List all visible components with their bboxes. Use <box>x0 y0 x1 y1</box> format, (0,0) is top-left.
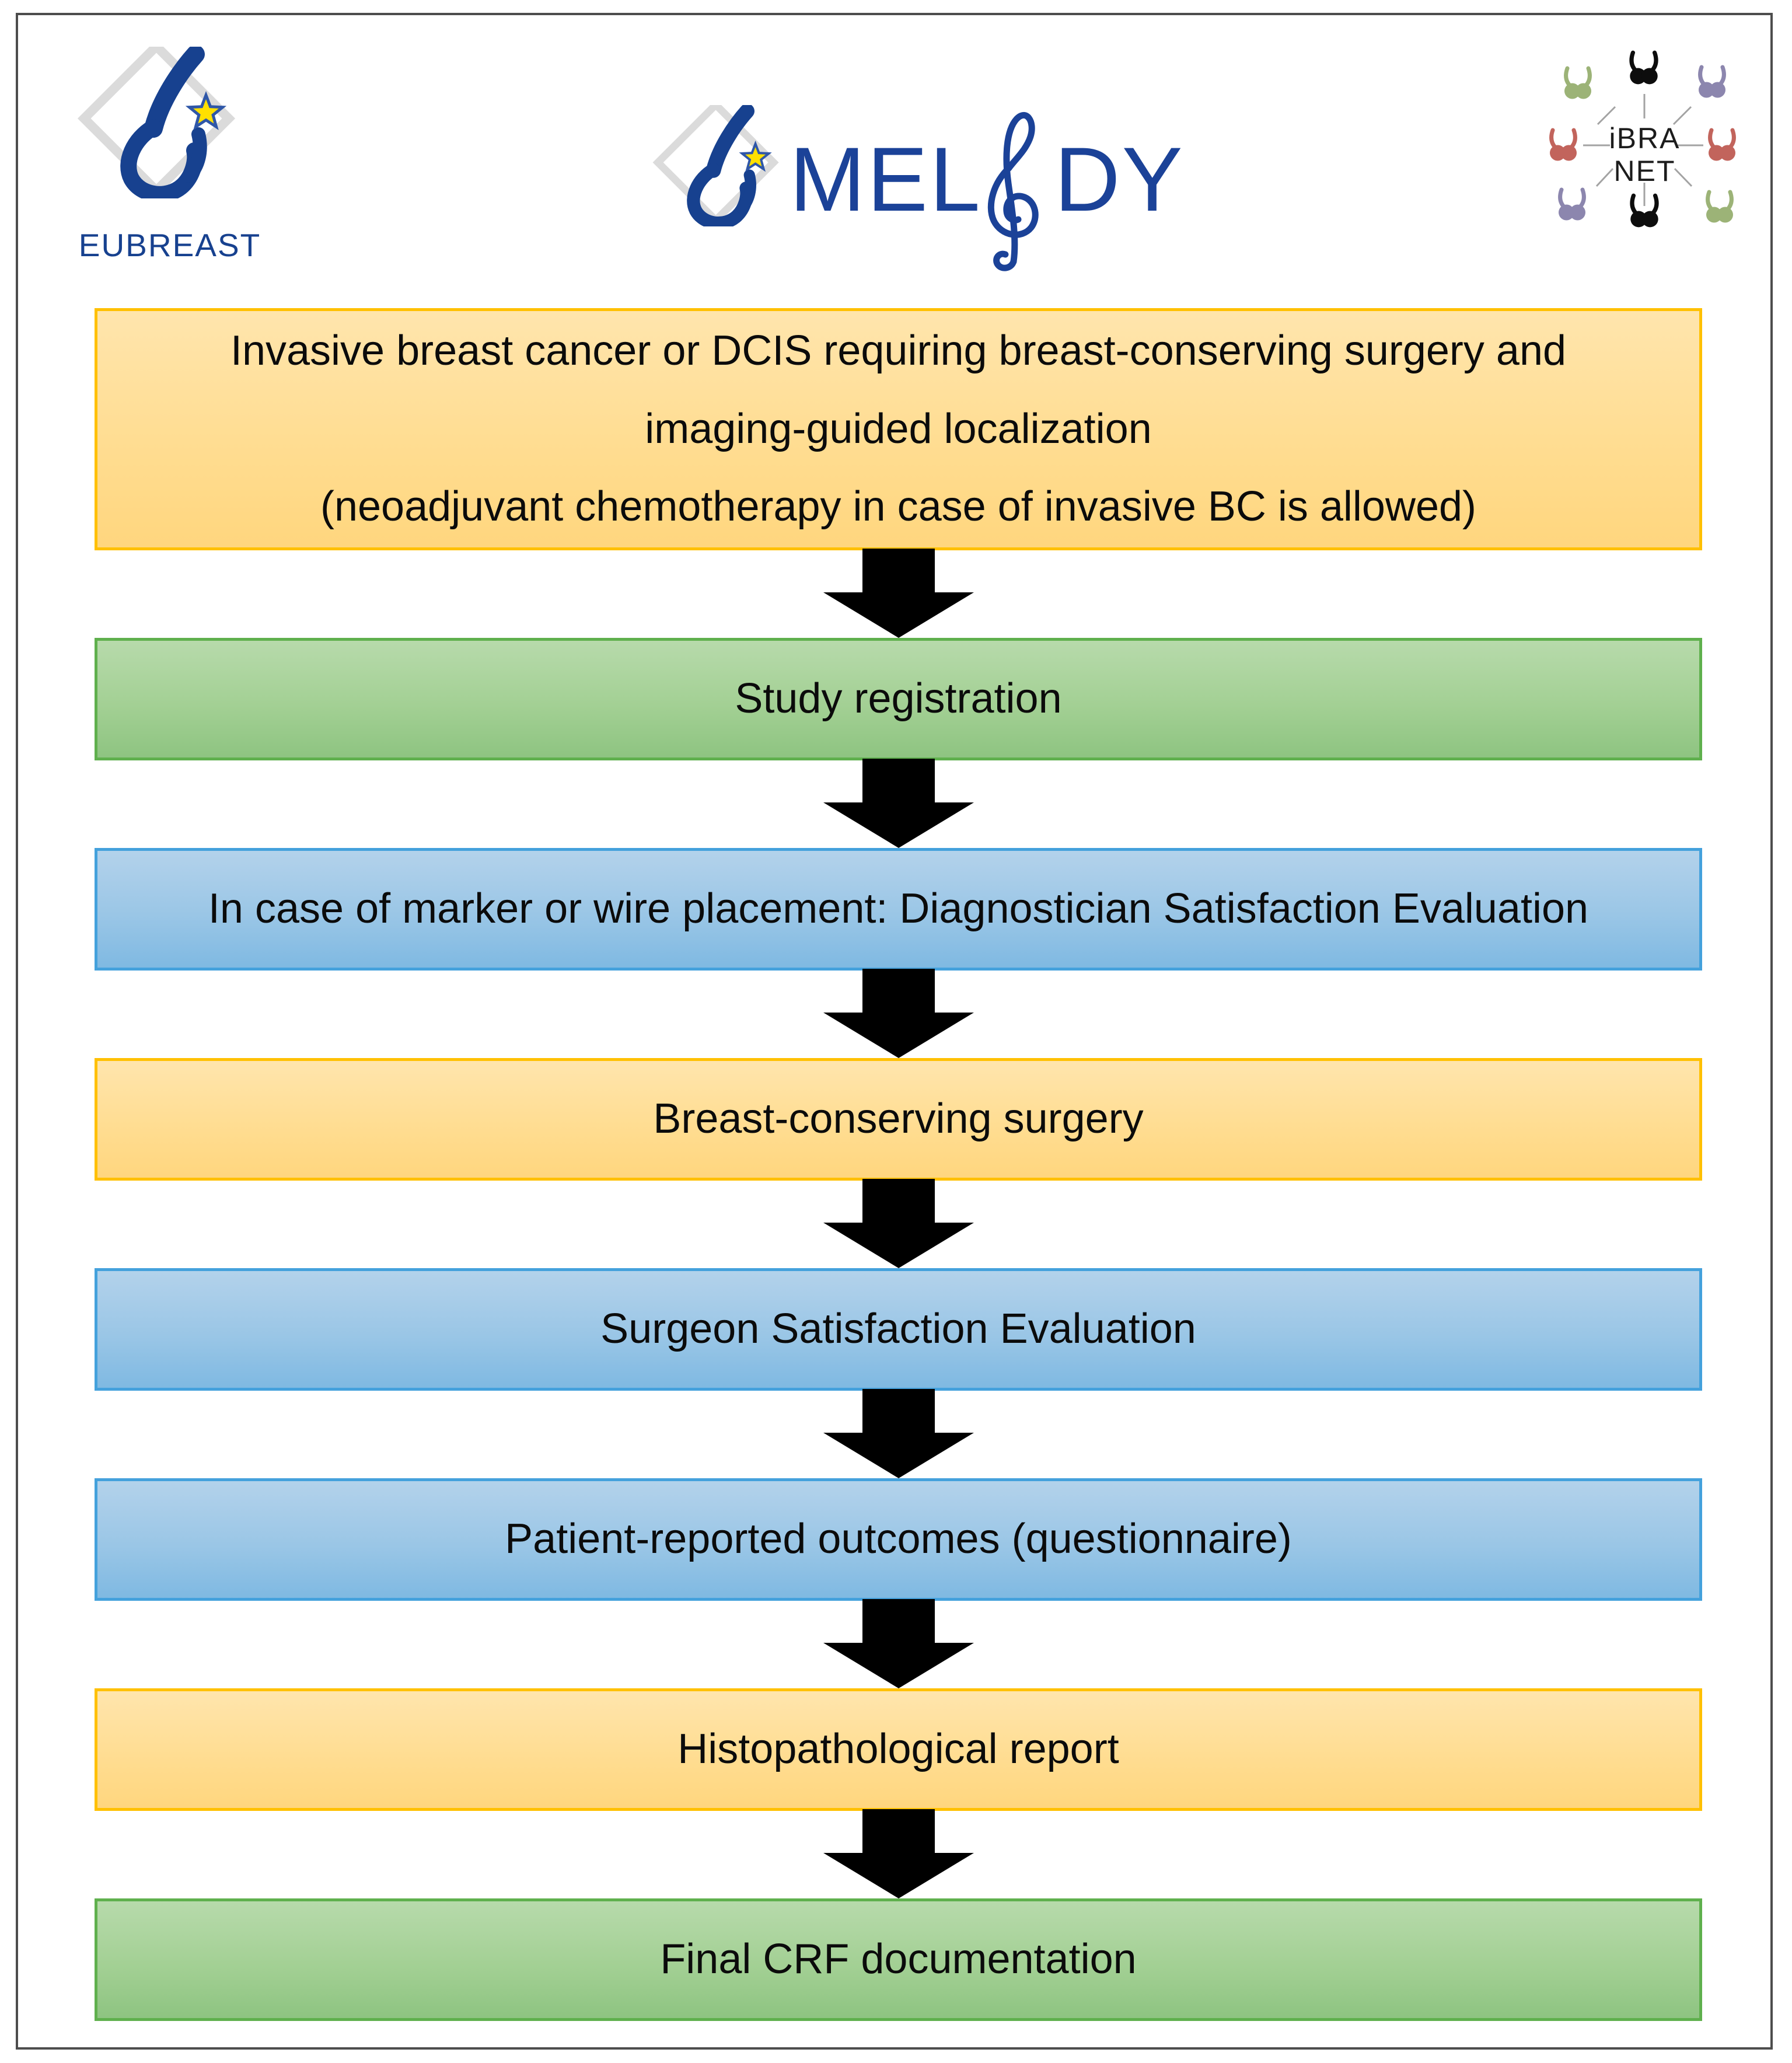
flow-box-final-crf-documentation: Final CRF documentation <box>95 1898 1702 2021</box>
bra-icon-right <box>1703 128 1741 162</box>
flow-box-text: imaging-guided localization <box>645 405 1152 452</box>
down-arrow-icon <box>95 760 1702 848</box>
bra-icon-left <box>1545 128 1582 162</box>
flow-box-text: In case of marker or wire placement: Dia… <box>208 885 1589 933</box>
logo-header: EUBREAST MEL DY <box>18 15 1770 308</box>
down-arrow-icon <box>95 1811 1702 1898</box>
flow-box-patient-reported-outcomes: Patient-reported outcomes (questionnaire… <box>95 1478 1702 1601</box>
ibranet-line1: iBRA <box>1609 122 1681 155</box>
melody-mark-icon <box>642 105 792 226</box>
bra-icon-top-left <box>1559 66 1597 100</box>
melody-wordmark-dy: DY <box>1054 129 1185 231</box>
down-arrow-icon <box>95 1181 1702 1268</box>
flow-box-text: (neoadjuvant chemotherapy in case of inv… <box>320 483 1477 530</box>
bra-icon-top <box>1625 50 1663 85</box>
flow-box-study-registration: Study registration <box>95 638 1702 760</box>
eubreast-logo: EUBREAST <box>59 39 281 272</box>
flow-box-diagnostician-satisfaction: In case of marker or wire placement: Dia… <box>95 848 1702 971</box>
down-arrow-icon <box>95 971 1702 1058</box>
flowchart: Invasive breast cancer or DCIS requiring… <box>95 308 1702 2021</box>
flow-box-eligibility: Invasive breast cancer or DCIS requiring… <box>95 308 1702 550</box>
bra-icon-bottom-left <box>1553 187 1591 221</box>
bra-icon-top-right <box>1693 65 1731 99</box>
down-arrow-icon <box>95 550 1702 638</box>
treble-clef-icon <box>987 112 1039 271</box>
flow-box-text: Study registration <box>735 675 1062 722</box>
melody-logo: MEL DY <box>642 97 1203 278</box>
flow-box-text: Final CRF documentation <box>660 1936 1137 1983</box>
flow-box-text: Breast-conserving surgery <box>653 1095 1144 1143</box>
flow-box-histopathological-report: Histopathological report <box>95 1688 1702 1811</box>
ibranet-wordmark: iBRA NET <box>1594 122 1696 187</box>
down-arrow-icon <box>95 1391 1702 1478</box>
eubreast-mark-icon <box>65 47 251 198</box>
ibranet-network-lines <box>1583 94 1703 206</box>
flow-box-breast-conserving-surgery: Breast-conserving surgery <box>95 1058 1702 1181</box>
ibranet-line2: NET <box>1613 155 1676 187</box>
figure-frame: EUBREAST MEL DY <box>16 13 1773 2050</box>
bra-icon-bottom <box>1625 193 1664 228</box>
flow-box-surgeon-satisfaction: Surgeon Satisfaction Evaluation <box>95 1268 1702 1391</box>
bra-icon-bottom-right <box>1701 190 1738 224</box>
melody-wordmark-mel: MEL <box>790 129 982 231</box>
down-arrow-icon <box>95 1601 1702 1688</box>
flow-box-text: Histopathological report <box>677 1726 1119 1773</box>
eubreast-wordmark: EUBREAST <box>78 227 261 263</box>
flow-box-text: Surgeon Satisfaction Evaluation <box>600 1305 1196 1353</box>
flow-box-text: Patient-reported outcomes (questionnaire… <box>505 1516 1292 1563</box>
flow-box-text: Invasive breast cancer or DCIS requiring… <box>230 327 1567 374</box>
ibranet-logo: iBRA NET <box>1541 47 1748 249</box>
